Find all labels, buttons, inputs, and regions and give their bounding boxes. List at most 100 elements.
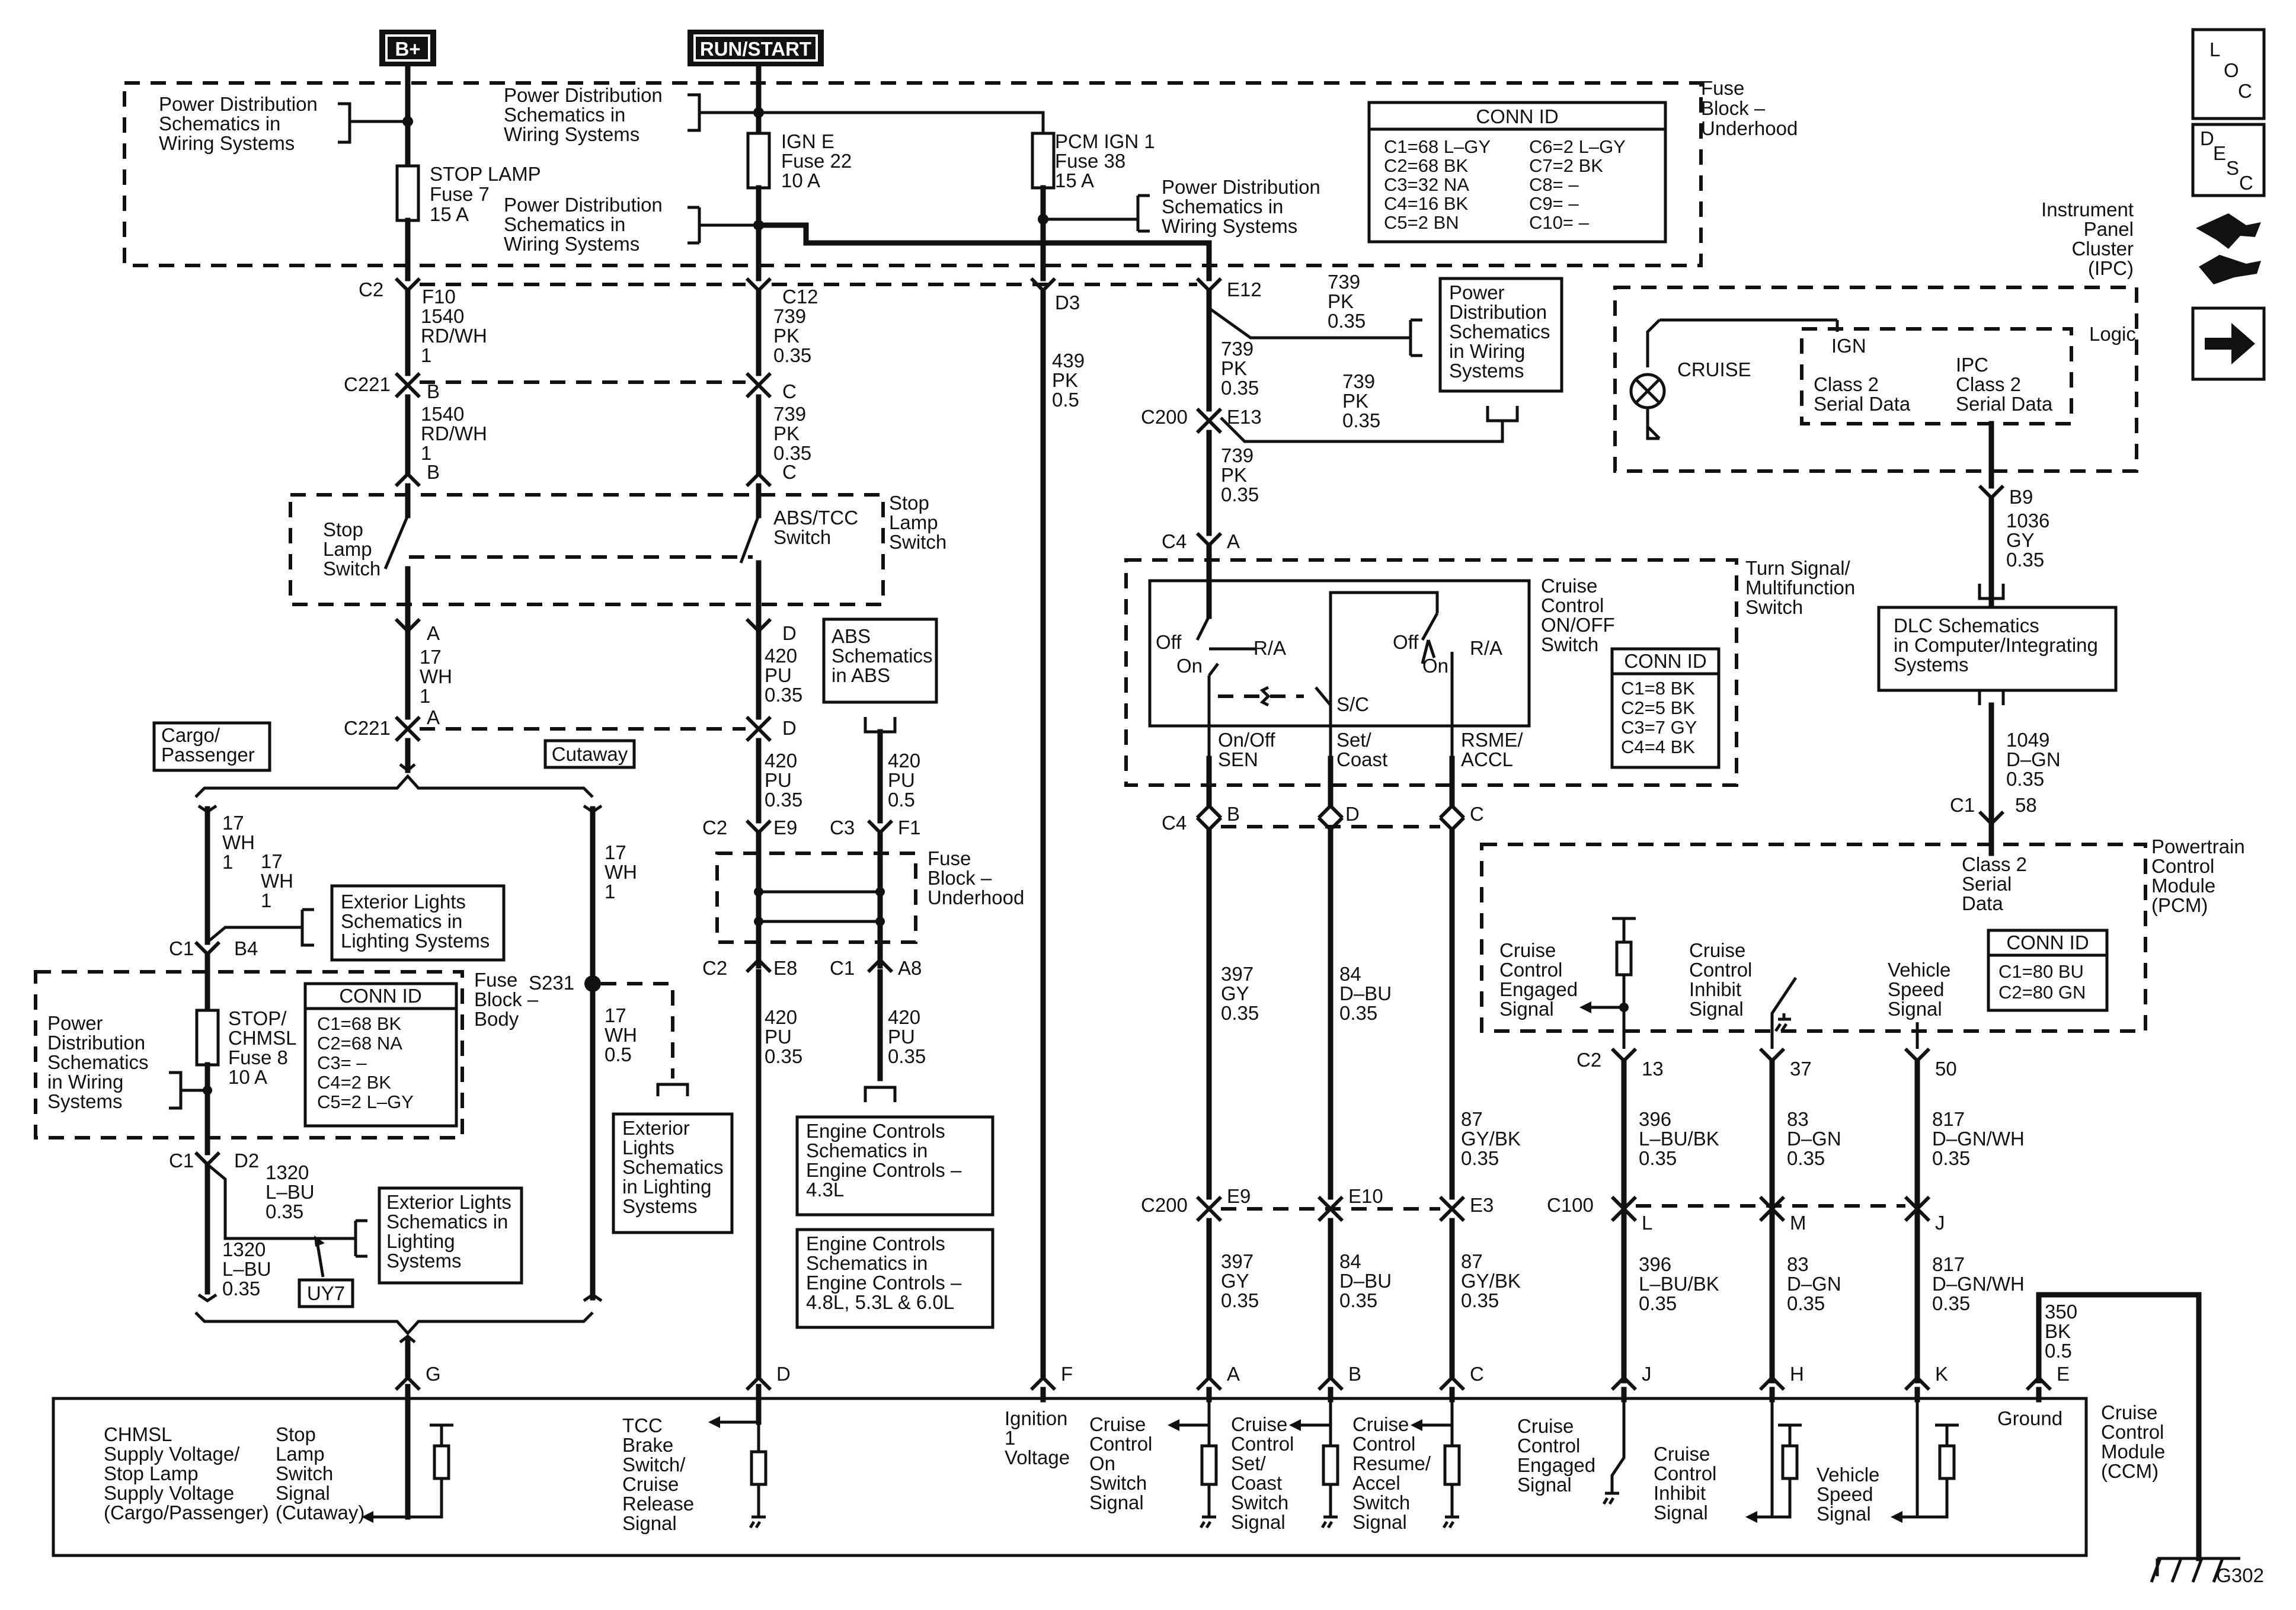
svg-text:Lighting: Lighting [386, 1230, 455, 1252]
svg-text:Speed: Speed [1817, 1483, 1873, 1505]
svg-text:ON/OFF: ON/OFF [1541, 614, 1615, 636]
svg-text:87: 87 [1461, 1250, 1483, 1272]
svg-text:Stop Lamp: Stop Lamp [104, 1462, 199, 1484]
svg-text:Engaged: Engaged [1517, 1454, 1595, 1476]
cargo-passenger-option-label: Cargo/ Passenger [152, 721, 271, 772]
svg-text:C1: C1 [169, 1150, 194, 1172]
loc-icon[interactable]: L O C [2191, 28, 2266, 120]
svg-text:IGN: IGN [1831, 335, 1866, 357]
svg-text:Schematics in: Schematics in [341, 910, 462, 932]
svg-text:WH: WH [605, 861, 637, 883]
svg-text:C1: C1 [1950, 794, 1975, 816]
pcm-wire-396-b: 396 L–BU/BK 0.35 [1639, 1253, 1719, 1314]
ext-lights-box-2[interactable]: Exterior Lights Schematics in Lighting S… [612, 1112, 734, 1234]
svg-text:O: O [2224, 59, 2239, 81]
svg-text:C4: C4 [1162, 812, 1187, 834]
svg-text:Cruise: Cruise [1352, 1413, 1409, 1435]
svg-text:C2=68 NA: C2=68 NA [317, 1033, 402, 1054]
wire-17-d: 17 WH 1 [605, 841, 637, 902]
wire-17-a: 17 WH 1 [420, 646, 452, 707]
svg-text:0.35: 0.35 [1221, 1289, 1259, 1311]
svg-text:Signal: Signal [1352, 1511, 1407, 1533]
svg-text:0.35: 0.35 [1932, 1292, 1970, 1314]
svg-text:Off: Off [1393, 631, 1419, 653]
ccm-switch-input-b [1289, 1400, 1339, 1529]
svg-text:RUN/START: RUN/START [700, 38, 811, 60]
svg-text:420: 420 [765, 1006, 797, 1028]
svg-text:B: B [1227, 803, 1240, 825]
svg-text:Switch: Switch [1352, 1491, 1410, 1513]
svg-text:in Wiring: in Wiring [47, 1071, 123, 1093]
engine-controls-box-2[interactable]: Engine Controls Schematics in Engine Con… [795, 1228, 994, 1329]
engine-controls-box-1[interactable]: Engine Controls Schematics in Engine Con… [795, 1115, 994, 1217]
svg-text:Switch: Switch [1231, 1491, 1288, 1513]
svg-text:On: On [1089, 1452, 1115, 1474]
svg-text:D: D [782, 717, 797, 739]
svg-text:C2: C2 [702, 957, 727, 979]
svg-text:Vehicle: Vehicle [1888, 959, 1950, 981]
pcm-wire-817-b: 817 D–GN/WH 0.35 [1932, 1253, 2025, 1314]
svg-text:Block –: Block – [1701, 97, 1766, 119]
abs-schematics-box[interactable]: ABS Schematics in ABS [822, 617, 938, 704]
dlc-schematics-box[interactable]: DLC Schematics in Computer/Integrating S… [1877, 606, 2118, 692]
svg-text:C1=8 BK: C1=8 BK [1621, 678, 1695, 699]
svg-text:BK: BK [2045, 1320, 2071, 1342]
svg-text:(Cargo/Passenger): (Cargo/Passenger) [104, 1502, 269, 1523]
turn-signal-switch-title: Turn Signal/ Multifunction Switch [1745, 557, 1855, 618]
svg-text:1540: 1540 [421, 403, 464, 425]
svg-text:Power Distribution: Power Distribution [504, 84, 663, 106]
pdist-right-box[interactable]: Power Distribution Schematics in Wiring … [1438, 277, 1563, 393]
svg-text:420: 420 [765, 750, 797, 772]
ext-lights-box-1[interactable]: Exterior Lights Schematics in Lighting S… [330, 884, 506, 962]
svg-text:CHMSL: CHMSL [104, 1423, 172, 1445]
svg-text:C4: C4 [1162, 530, 1187, 552]
svg-text:Distribution: Distribution [1449, 301, 1547, 323]
svg-text:C200: C200 [1141, 406, 1188, 428]
ccm-set-sw-label: Cruise Control Set/ Coast Switch Signal [1231, 1413, 1294, 1533]
svg-text:Engine Controls: Engine Controls [806, 1120, 945, 1142]
ext-lights-box-3[interactable]: Exterior Lights Schematics in Lighting S… [378, 1186, 523, 1285]
svg-text:A: A [1227, 530, 1240, 552]
svg-text:Control: Control [2101, 1421, 2164, 1443]
svg-text:Voltage: Voltage [1005, 1446, 1070, 1468]
svg-text:PU: PU [765, 664, 792, 686]
cruise-onoff-switch-title: Cruise Control ON/OFF Switch [1541, 575, 1615, 655]
svg-text:E: E [2213, 142, 2226, 164]
right-arrow-icon[interactable] [2191, 306, 2266, 381]
svg-text:C7=2 BK: C7=2 BK [1529, 155, 1603, 176]
turn-signal-conn-id-table: CONN ID C1=8 BK C2=5 BK C3=7 GY C4=4 BK [1610, 647, 1721, 769]
svg-text:397: 397 [1221, 1250, 1253, 1272]
svg-text:1: 1 [261, 889, 271, 911]
svg-text:GY: GY [1221, 1270, 1249, 1292]
vehicle-connector-icon[interactable] [2196, 213, 2261, 284]
svg-text:C2: C2 [702, 817, 727, 838]
wire-439: 439 PK 0.5 [1052, 350, 1085, 411]
wire-1320-a: 1320 L–BU 0.35 [266, 1161, 315, 1222]
svg-text:A: A [1227, 1363, 1240, 1385]
svg-text:F1: F1 [898, 817, 921, 838]
svg-text:D: D [782, 622, 797, 644]
svg-text:Cutaway: Cutaway [552, 743, 628, 765]
svg-text:Lamp: Lamp [889, 511, 938, 533]
svg-text:Cruise: Cruise [1517, 1415, 1574, 1437]
uy7-option-box: UY7 [298, 1278, 354, 1308]
svg-text:Schematics: Schematics [47, 1051, 149, 1073]
svg-text:1540: 1540 [421, 305, 464, 327]
ccm-title: Cruise Control Module (CCM) [2101, 1401, 2165, 1482]
fuse-block-underhood-boundary [123, 81, 1703, 267]
svg-text:1: 1 [1005, 1427, 1015, 1449]
svg-text:Release: Release [622, 1493, 694, 1515]
svg-text:13: 13 [1642, 1058, 1664, 1080]
svg-text:C: C [782, 461, 797, 483]
svg-text:439: 439 [1052, 350, 1085, 372]
ign-e-fuse [746, 132, 771, 190]
svg-text:Lamp: Lamp [323, 538, 372, 560]
svg-text:G302: G302 [2216, 1564, 2264, 1586]
svg-text:Control: Control [1517, 1435, 1580, 1457]
svg-text:S: S [2226, 157, 2239, 179]
svg-text:Fuse 8: Fuse 8 [228, 1046, 288, 1068]
ipc-class2-b: IPC Class 2 Serial Data [1956, 354, 2053, 415]
svg-text:0.35: 0.35 [1787, 1147, 1825, 1169]
svg-text:E9: E9 [773, 817, 797, 838]
desc-icon[interactable]: D E S C [2191, 123, 2266, 197]
